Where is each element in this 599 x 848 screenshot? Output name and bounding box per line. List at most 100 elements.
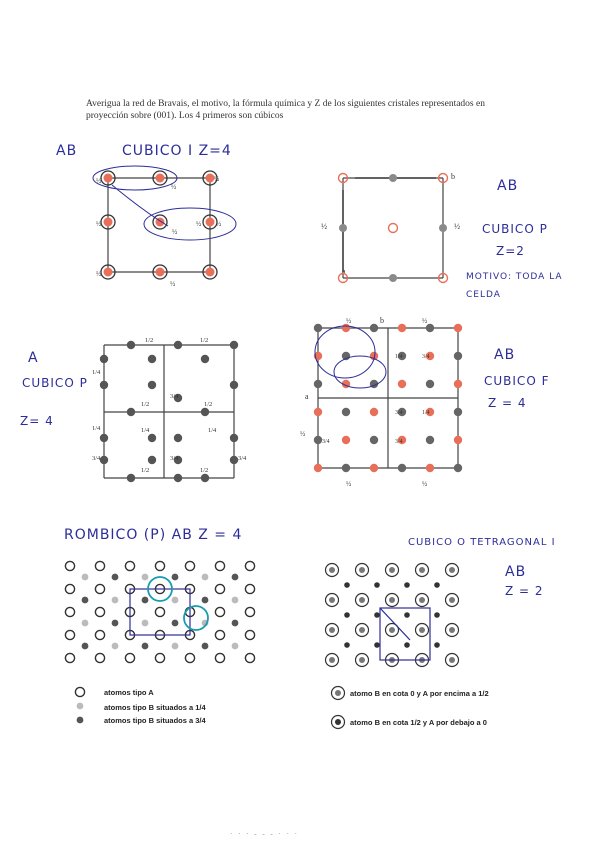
atom-a-ring	[324, 622, 340, 638]
atom-b-cota-half	[344, 642, 350, 648]
motif-loop	[314, 325, 376, 379]
atom-a-ring	[384, 592, 400, 608]
atom-b-cota-half	[434, 582, 440, 588]
atom-a-ring	[444, 562, 460, 578]
atom-b-cota-0	[449, 627, 455, 633]
atom-b-cota-0	[359, 597, 365, 603]
atom-b-cota-half	[434, 642, 440, 648]
atom-a	[453, 435, 463, 445]
atom-a	[244, 652, 256, 664]
atom-b-cota-half	[344, 582, 350, 588]
atom-a	[425, 463, 435, 473]
motif-link	[379, 607, 411, 641]
atom-a	[437, 272, 449, 284]
legend-atom-b-three-quarter	[76, 716, 84, 724]
half-label: ½	[96, 177, 101, 185]
atom-a	[173, 473, 183, 483]
atom-a	[229, 433, 239, 443]
p2-motif-note-2: CELDA	[466, 290, 501, 300]
legend-dot	[335, 719, 341, 725]
quarter-label: 1/2	[141, 467, 149, 474]
p6-formula-note: AB	[505, 564, 527, 580]
atom-a	[200, 354, 210, 364]
atom-b	[425, 323, 435, 333]
atom-a	[244, 606, 256, 618]
atom-b-three-quarter	[171, 573, 179, 581]
atom-b-cota-half	[434, 612, 440, 618]
atom-b	[425, 379, 435, 389]
atom-b-cota-half	[374, 612, 380, 618]
half-label: ½	[172, 228, 177, 236]
atom-a	[437, 172, 449, 184]
atom-a	[154, 606, 166, 618]
atom-a	[64, 652, 76, 664]
atom-a	[229, 455, 239, 465]
half-label: ½	[196, 220, 201, 228]
atom-a-center	[387, 222, 399, 234]
atom-b	[397, 351, 407, 361]
atom-b	[425, 435, 435, 445]
atom-b-three-quarter	[81, 642, 89, 650]
atom-b-cota-0	[329, 627, 335, 633]
atom-a	[369, 463, 379, 473]
statement-line-1: Averigua la red de Bravais, el motivo, l…	[86, 99, 485, 109]
atom-b-three-quarter	[111, 619, 119, 627]
atom-a	[173, 393, 183, 403]
atom-b	[389, 174, 397, 182]
atom-a	[99, 380, 109, 390]
atom-a-ring	[354, 562, 370, 578]
atom-b-quarter	[81, 619, 89, 627]
unit-cell	[129, 588, 191, 636]
motif-arrow	[111, 184, 169, 227]
motif-loop	[92, 165, 178, 191]
atom-b-cota-0	[329, 657, 335, 663]
atom-b-three-quarter	[231, 619, 239, 627]
atom-b	[369, 435, 379, 445]
legend-b-cota-half: atomo B en cota 1/2 y A por debajo a 0	[350, 718, 487, 727]
atom-b-cota-0	[449, 597, 455, 603]
atom-a	[126, 473, 136, 483]
atom-b	[313, 379, 323, 389]
statement-line-2: proyección sobre (001). Los 4 primeros s…	[86, 111, 284, 121]
atom-a	[94, 652, 106, 664]
atom-b-quarter	[201, 573, 209, 581]
atom-b	[313, 435, 323, 445]
legend-b-cota-0: atomo B en cota 0 y A por encima a 1/2	[350, 689, 489, 698]
quarter-label: 3/4	[395, 410, 403, 416]
atom-b-three-quarter	[81, 596, 89, 604]
atom-b	[453, 351, 463, 361]
half-label: ½	[346, 317, 351, 325]
highlight-ring	[147, 576, 173, 602]
atom-a	[173, 340, 183, 350]
atom-b-cota-half	[404, 612, 410, 618]
atom-a-ring	[384, 622, 400, 638]
atom-b-cota-0	[329, 597, 335, 603]
atom-b	[205, 217, 215, 227]
atom-a	[64, 629, 76, 641]
quarter-label: 3/4	[395, 439, 403, 445]
atom-b-cota-half	[374, 642, 380, 648]
atom-a-ring	[384, 562, 400, 578]
atom-a	[337, 272, 349, 284]
atom-a	[397, 379, 407, 389]
atom-a-ring	[324, 592, 340, 608]
p2-half-left: ½	[321, 222, 327, 231]
atom-b	[103, 217, 113, 227]
atom-b-cota-half	[374, 582, 380, 588]
atom-a	[154, 652, 166, 664]
half-label: ½	[422, 317, 427, 325]
legend-type-b-three-quarter: atomos tipo B situados a 3/4	[104, 716, 206, 725]
atom-b	[397, 407, 407, 417]
half-label: ½	[346, 480, 351, 488]
atom-a	[397, 435, 407, 445]
atom-b-cota-0	[389, 597, 395, 603]
quarter-label: 1/2	[200, 467, 208, 474]
atom-a	[173, 455, 183, 465]
half-label: ½	[300, 430, 305, 438]
atom-b	[439, 224, 447, 232]
half-label: ½	[96, 220, 101, 228]
p4-axis-a: a	[305, 392, 309, 401]
atom-b-quarter	[141, 619, 149, 627]
atom-a-ring	[414, 592, 430, 608]
p2-z-note: Z=2	[496, 244, 525, 258]
